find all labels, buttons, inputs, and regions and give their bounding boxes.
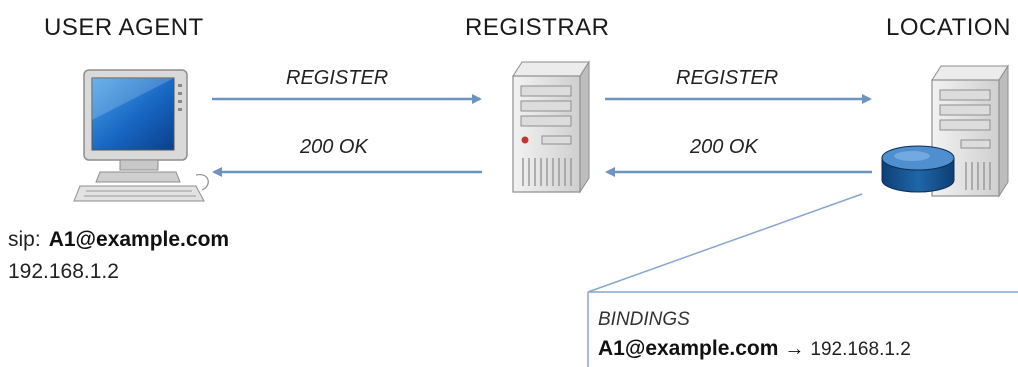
user-agent-title: USER AGENT [44, 14, 204, 41]
right-arrow-icon: → [784, 338, 805, 360]
binding-address: A1@example.com [598, 337, 779, 360]
location-title: LOCATION [886, 14, 1011, 41]
ok-label-2: 200 OK [690, 136, 758, 158]
bindings-title: BINDINGS [598, 309, 690, 330]
ok-label-1: 200 OK [300, 136, 368, 158]
sip-address-line: sip: A1@example.com [8, 228, 229, 252]
sip-prefix: sip: [8, 228, 41, 251]
database-icon [881, 145, 955, 193]
binding-ip: 192.168.1.2 [810, 339, 911, 360]
register-label-2: REGISTER [676, 67, 779, 89]
user-agent-ip: 192.168.1.2 [8, 260, 119, 283]
binding-entry: A1@example.com→192.168.1.2 [598, 337, 911, 361]
register-label-1: REGISTER [286, 67, 389, 89]
sip-address: A1@example.com [48, 228, 230, 251]
bindings-callout [587, 193, 1018, 367]
registrar-title: REGISTRAR [465, 14, 610, 41]
computer-icon [73, 69, 209, 202]
registrar-server-icon [512, 60, 590, 194]
